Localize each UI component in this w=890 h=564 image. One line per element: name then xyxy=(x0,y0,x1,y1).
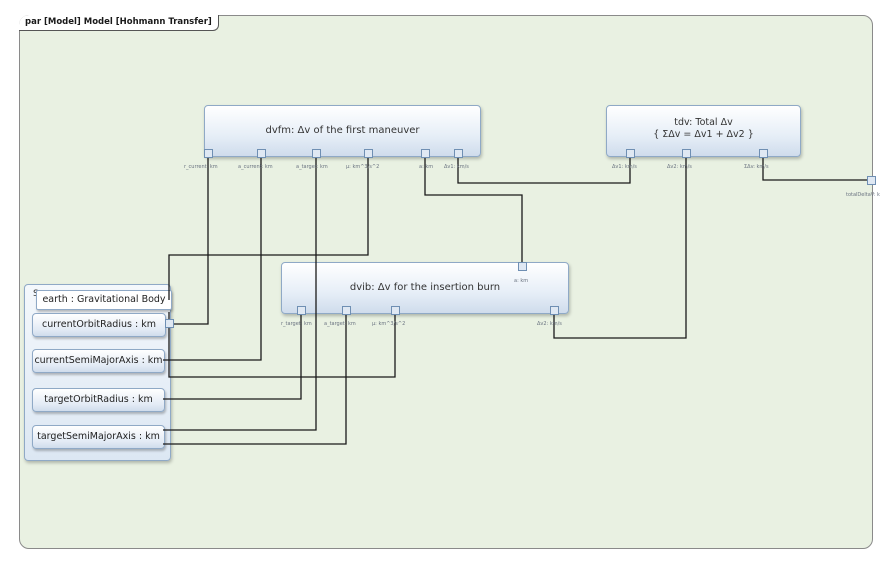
dvib-port-r-target[interactable] xyxy=(297,306,306,315)
dvfm-title: dvfm: Δv of the first maneuver xyxy=(265,125,420,136)
dvfm-port-a-current[interactable] xyxy=(257,149,266,158)
tdv-constraint-block[interactable]: tdv: Total Δv { ΣΔv = Δv1 + Δv2 } xyxy=(606,105,801,157)
dvfm-port-a[interactable] xyxy=(421,149,430,158)
dvib-port-label: a_target: km xyxy=(324,321,356,327)
dvib-port-label: Δv2: km/s xyxy=(537,321,562,327)
dvfm-port-dv1[interactable] xyxy=(454,149,463,158)
dvfm-port-r-current[interactable] xyxy=(204,149,213,158)
current-orbit-radius-part[interactable]: currentOrbitRadius : km xyxy=(32,313,166,337)
dvib-port-mu[interactable] xyxy=(391,306,400,315)
wire-target-semi-major-axis-dvfm xyxy=(163,152,317,431)
current-semi-major-axis-part[interactable]: currentSemiMajorAxis : km xyxy=(32,349,165,373)
tdv-equation: { ΣΔv = Δv1 + Δv2 } xyxy=(653,129,754,140)
wire-current-semi-major-axis xyxy=(163,152,262,361)
dvib-port-label: μ: km^3/s^2 xyxy=(372,321,406,327)
dvfm-port-mu[interactable] xyxy=(364,149,373,158)
wire-current-orbit-radius xyxy=(169,152,209,325)
tdv-port-sum[interactable] xyxy=(759,149,768,158)
wire-dv2 xyxy=(553,152,687,339)
wire-a xyxy=(424,152,523,266)
tdv-port-label: Δv2: km/s xyxy=(667,164,692,170)
dvfm-port-label: a_target: km xyxy=(296,164,328,170)
dvib-title: dvib: Δv for the insertion burn xyxy=(349,282,501,293)
dvfm-port-label: μ: km^3/s^2 xyxy=(346,164,380,170)
dvfm-constraint-block[interactable]: dvfm: Δv of the first maneuver xyxy=(204,105,481,157)
total-delta-v-label: totalDeltaV: k xyxy=(846,192,880,198)
target-orbit-radius-part[interactable]: targetOrbitRadius : km xyxy=(32,388,165,412)
wire-target-semi-major-axis-dvib xyxy=(163,309,347,445)
earth-block-tab: S xyxy=(33,289,39,299)
tdv-port-label: ΣΔv: km/s xyxy=(744,164,769,170)
tdv-port-label: Δv1: km/s xyxy=(612,164,637,170)
dvib-port-dv2[interactable] xyxy=(550,306,559,315)
dvfm-port-label: a_current: km xyxy=(238,164,273,170)
wire-target-orbit-radius xyxy=(163,309,302,400)
dvib-port-label: r_target: km xyxy=(281,321,312,327)
dvib-port-label: a: km xyxy=(514,278,529,284)
total-delta-v-port[interactable] xyxy=(867,176,876,185)
dvfm-port-label: Δv1: km/s xyxy=(444,164,469,170)
wire-earth-mu-dvib xyxy=(168,309,396,378)
dvib-port-a[interactable] xyxy=(518,262,527,271)
dvfm-port-label: a: km xyxy=(419,164,434,170)
dvfm-port-a-target[interactable] xyxy=(312,149,321,158)
wire-dv1 xyxy=(457,152,631,184)
wire-earth-mu-dvfm xyxy=(168,152,369,300)
tdv-port-dv1[interactable] xyxy=(626,149,635,158)
frame-title: par [Model] Model [Hohmann Transfer] xyxy=(19,15,219,31)
earth-label: earth : Gravitational Body xyxy=(36,290,172,310)
tdv-title: tdv: Total Δv xyxy=(674,117,733,128)
earth-port-radius[interactable] xyxy=(165,319,174,328)
tdv-port-dv2[interactable] xyxy=(682,149,691,158)
dvib-port-a-target[interactable] xyxy=(342,306,351,315)
dvfm-port-label: r_current: km xyxy=(184,164,218,170)
target-semi-major-axis-part[interactable]: targetSemiMajorAxis : km xyxy=(32,425,165,449)
wire-total-delta-v xyxy=(762,152,871,181)
